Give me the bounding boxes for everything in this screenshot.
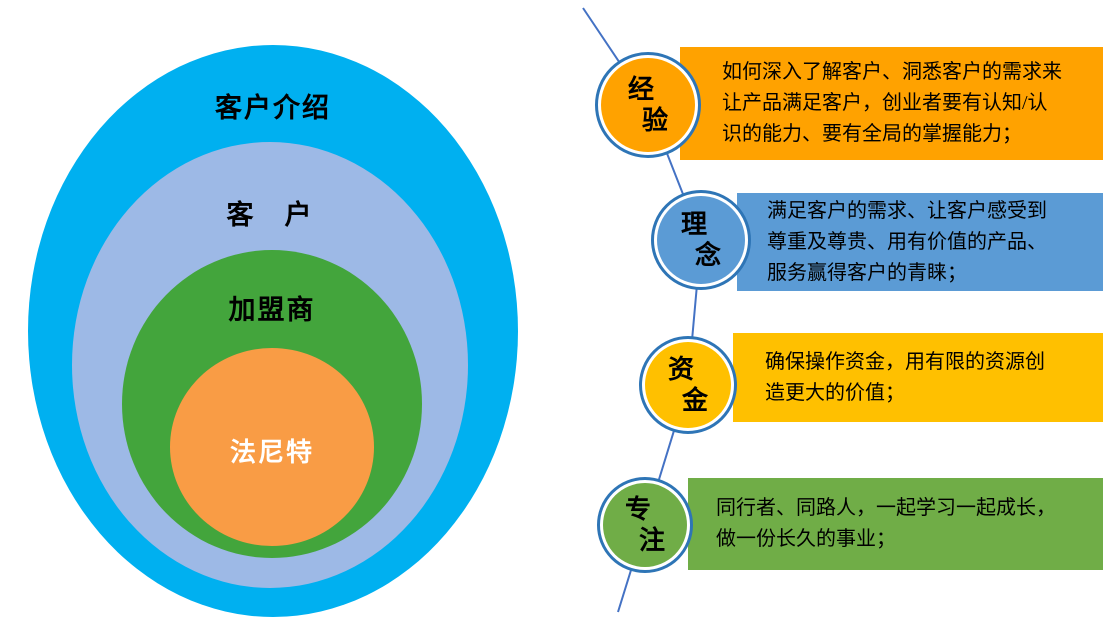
banner-line: 确保操作资金，用有限的资源创 — [765, 350, 1045, 373]
banner-text-capital: 确保操作资金，用有限的资源创 造更大的价值； — [765, 347, 1045, 409]
badge-focus: 专 注 — [597, 477, 693, 573]
badge-capital: 资 金 — [639, 336, 737, 434]
badge-fill-experience: 经 验 — [601, 58, 695, 152]
banner-line: 同行者、同路人，一起学习一起成长， — [716, 497, 1056, 519]
banner-philosophy: 满足客户的需求、让客户感受到 尊重及尊贵、用有价值的产品、 服务赢得客户的青睐； — [737, 193, 1103, 291]
badge-char: 经 — [627, 74, 654, 104]
badge-char: 念 — [694, 240, 721, 270]
badge-char: 理 — [680, 209, 707, 239]
badge-experience: 经 验 — [595, 52, 701, 158]
venn-label-fanite: 法尼特 — [229, 438, 314, 467]
banner-text-focus: 同行者、同路人，一起学习一起成长， 做一份长久的事业； — [716, 493, 1056, 555]
banner-line: 如何深入了解客户、洞悉客户的需求来 — [722, 61, 1062, 83]
banner-text-philosophy: 满足客户的需求、让客户感受到 尊重及尊贵、用有价值的产品、 服务赢得客户的青睐； — [767, 196, 1047, 289]
banner-experience: 如何深入了解客户、洞悉客户的需求来 让产品满足客户，创业者要有认知/认 识的能力… — [680, 47, 1103, 160]
badge-fill-capital: 资 金 — [645, 342, 731, 428]
badge-fill-philosophy: 理 念 — [657, 196, 745, 284]
banner-focus: 同行者、同路人，一起学习一起成长， 做一份长久的事业； — [688, 478, 1103, 570]
banner-line: 识的能力、要有全局的掌握能力； — [722, 123, 1022, 145]
venn-label-customer: 客 户 — [226, 200, 314, 230]
banner-capital: 确保操作资金，用有限的资源创 造更大的价值； — [733, 333, 1103, 422]
badge-philosophy: 理 念 — [651, 190, 751, 290]
badge-char: 验 — [641, 105, 668, 135]
banner-line: 尊重及尊贵、用有价值的产品、 — [767, 230, 1047, 253]
badge-char: 金 — [681, 385, 708, 415]
venn-label-franchisee: 加盟商 — [228, 295, 316, 325]
venn-label-customer-intro: 客户介绍 — [215, 93, 331, 123]
banner-line: 满足客户的需求、让客户感受到 — [767, 199, 1047, 222]
venn-ring-fanite — [170, 348, 374, 546]
banner-line: 服务赢得客户的青睐； — [767, 261, 967, 284]
badge-char: 资 — [667, 354, 694, 384]
badge-fill-focus: 专 注 — [603, 483, 687, 567]
banner-text-experience: 如何深入了解客户、洞悉客户的需求来 让产品满足客户，创业者要有认知/认 识的能力… — [722, 57, 1062, 150]
banner-line: 让产品满足客户，创业者要有认知/认 — [722, 92, 1048, 114]
banner-line: 造更大的价值； — [765, 381, 905, 404]
banner-line: 做一份长久的事业； — [716, 528, 896, 550]
badge-char: 专 — [624, 494, 651, 524]
badge-char: 注 — [638, 525, 665, 555]
